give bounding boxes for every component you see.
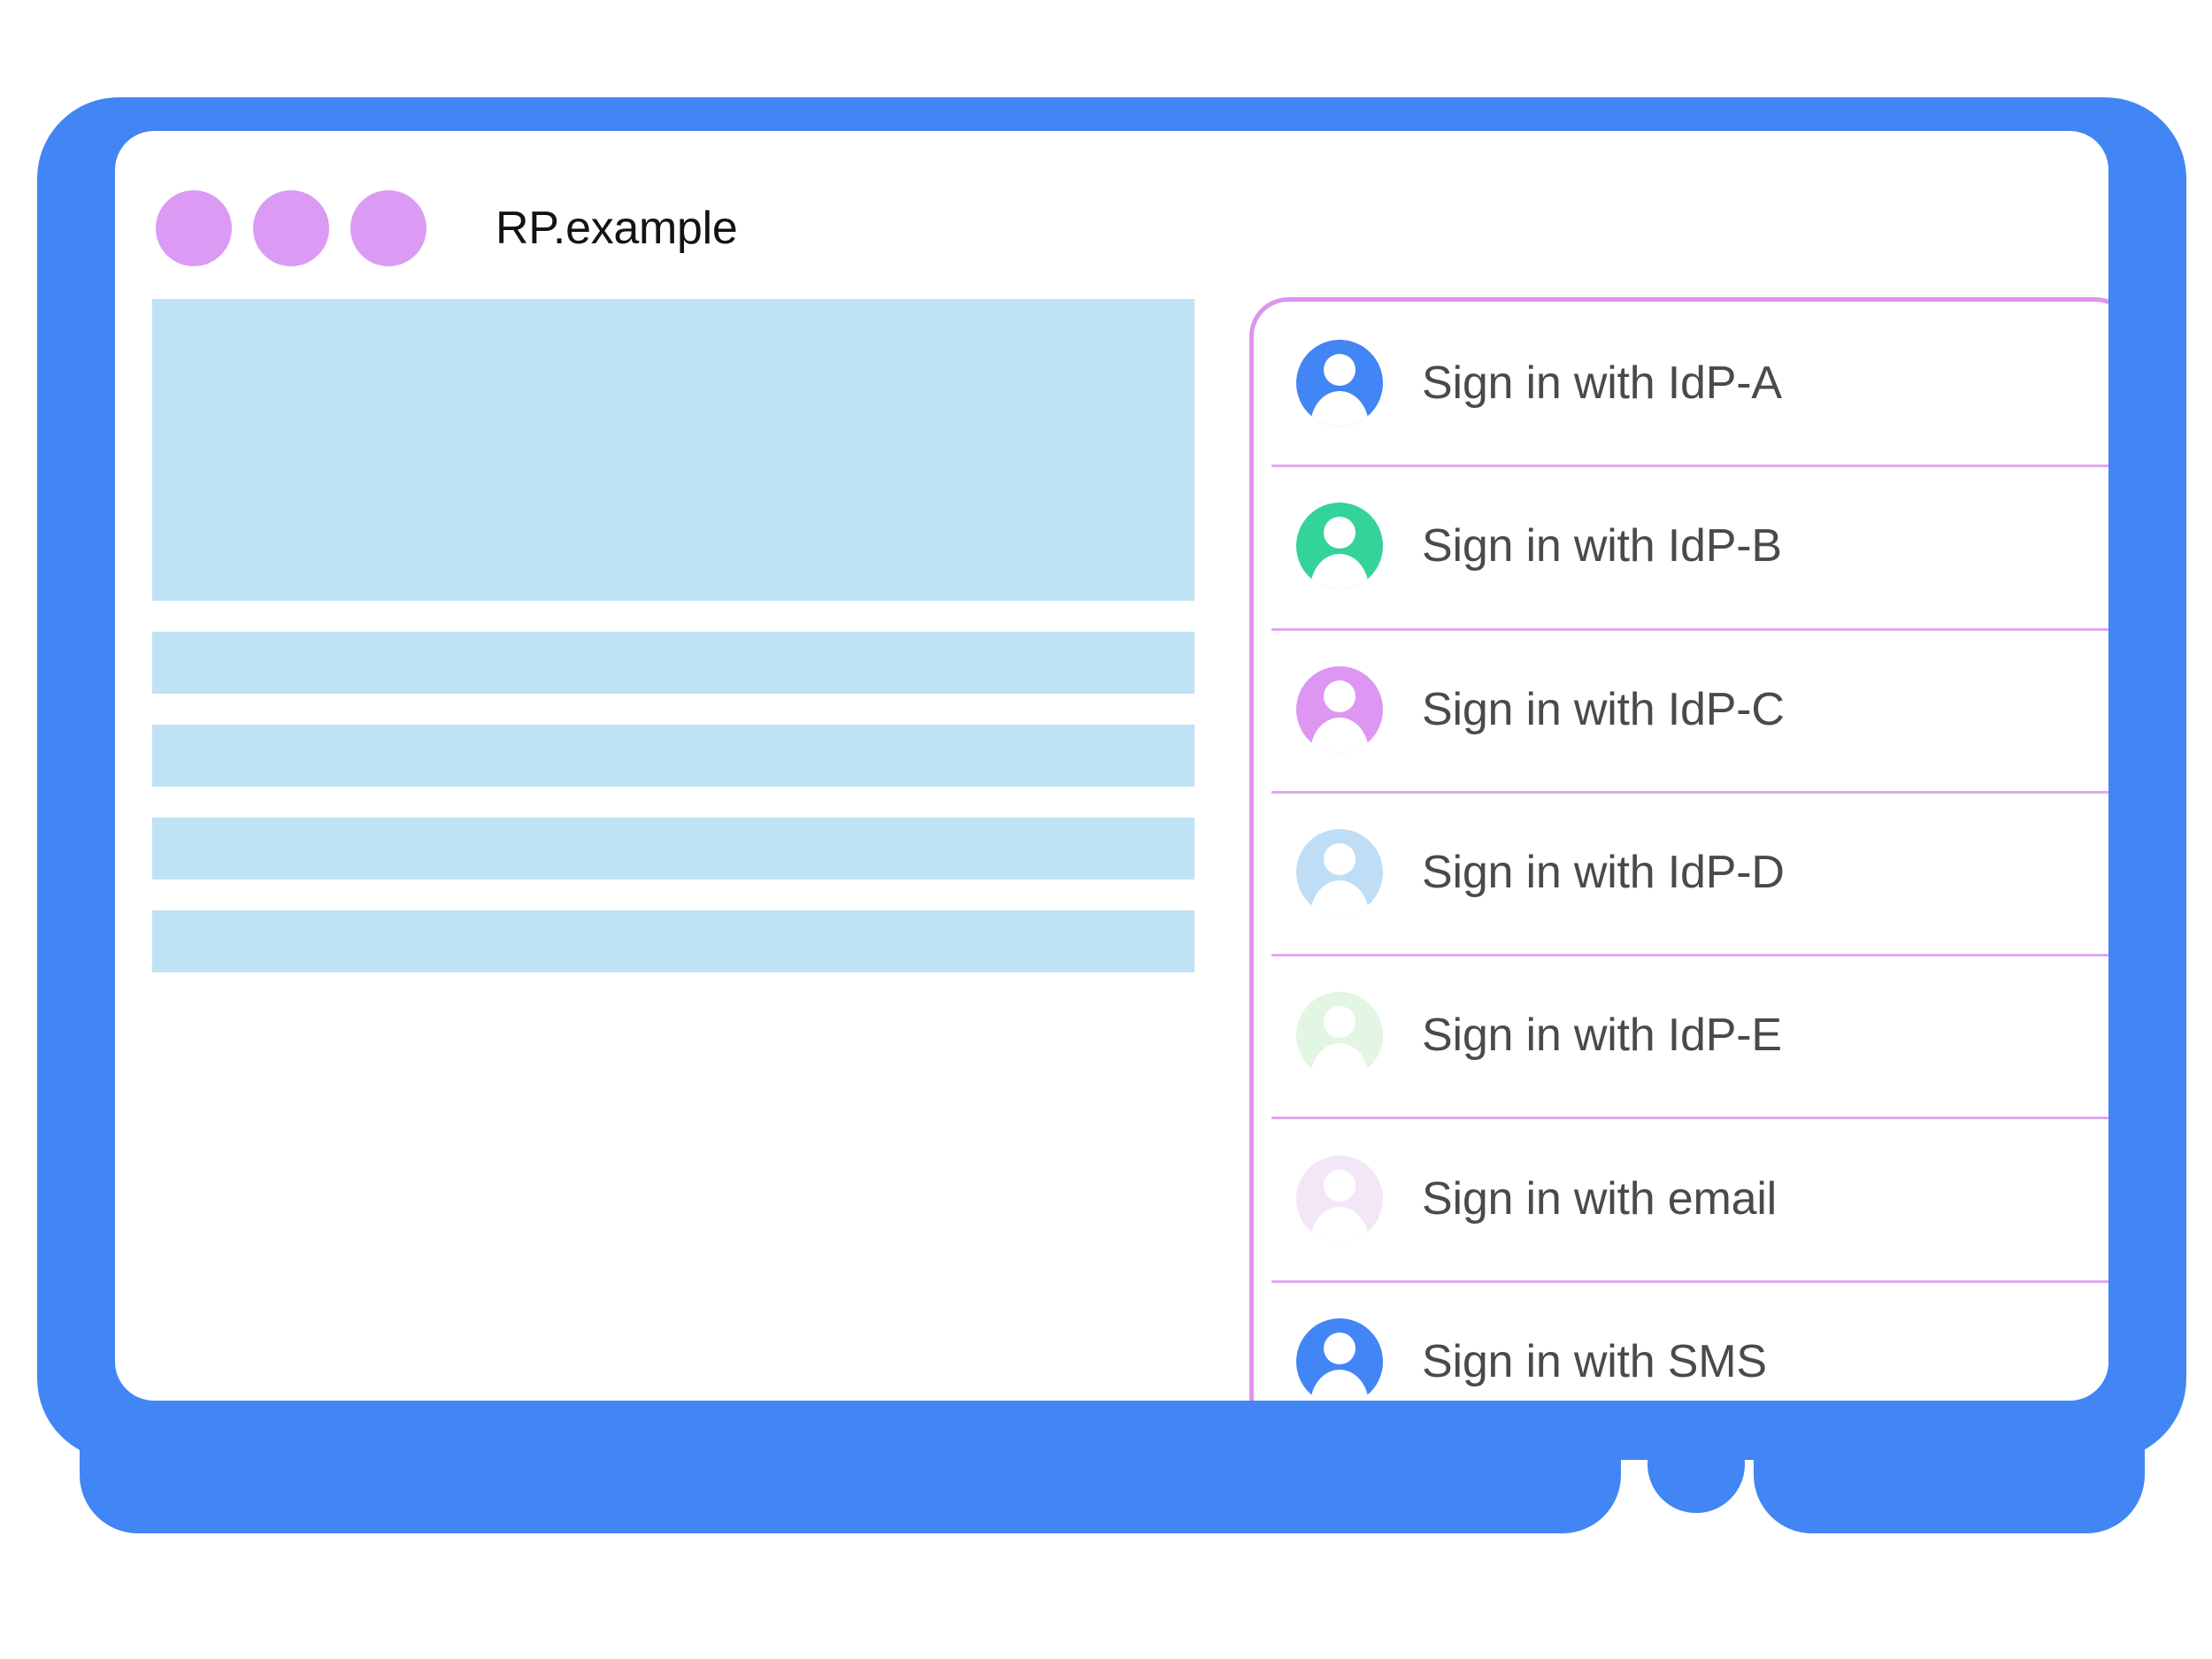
window-dot-1[interactable] [156,190,232,266]
account-row-idp-e[interactable]: Sign in with IdP-E [1254,954,2108,1117]
person-avatar-icon [1296,828,1383,916]
window-dot-2[interactable] [253,190,329,266]
person-avatar-icon [1296,665,1383,753]
account-row-idp-b[interactable]: Sign in with IdP-B [1254,465,2108,627]
page-title: RP.example [495,203,738,254]
hero-placeholder [152,299,1194,601]
browser-titlebar: RP.example [156,186,738,271]
account-label: Sign in with IdP-B [1422,520,1782,572]
account-label: Sign in with email [1422,1172,1778,1225]
text-bar-placeholder-4 [152,910,1194,972]
account-label: Sign in with SMS [1422,1335,1767,1387]
account-row-sms[interactable]: Sign in with SMS [1254,1279,2108,1401]
account-list: Sign in with IdP-A Sign in with IdP-B Si… [1254,302,2108,1401]
account-row-email[interactable]: Sign in with email [1254,1117,2108,1279]
account-row-idp-d[interactable]: Sign in with IdP-D [1254,790,2108,954]
window-dot-3[interactable] [350,190,426,266]
device-frame: RP.example Sign in with IdP-A [37,97,2186,1566]
browser-screen: RP.example Sign in with IdP-A [115,131,2108,1401]
text-bar-placeholder-3 [152,818,1194,879]
account-label: Sign in with IdP-E [1422,1010,1782,1062]
device-bottom-bezel-left [80,1385,1621,1533]
device-bottom-bezel-right [1754,1385,2145,1533]
text-bar-placeholder-1 [152,632,1194,694]
account-chooser-panel: Sign in with IdP-A Sign in with IdP-B Si… [1249,297,2108,1401]
account-label: Sign in with IdP-A [1422,357,1782,410]
person-avatar-icon [1296,503,1383,590]
home-button[interactable] [1647,1416,1745,1513]
account-label: Sign in with IdP-D [1422,846,1785,898]
person-avatar-icon [1296,1317,1383,1401]
person-avatar-icon [1296,340,1383,427]
account-row-idp-c[interactable]: Sign in with IdP-C [1254,627,2108,791]
person-avatar-icon [1296,992,1383,1079]
page-content-placeholders [152,299,1194,1003]
text-bar-placeholder-2 [152,725,1194,787]
account-label: Sign in with IdP-C [1422,683,1785,735]
account-row-idp-a[interactable]: Sign in with IdP-A [1254,302,2108,465]
person-avatar-icon [1296,1155,1383,1242]
